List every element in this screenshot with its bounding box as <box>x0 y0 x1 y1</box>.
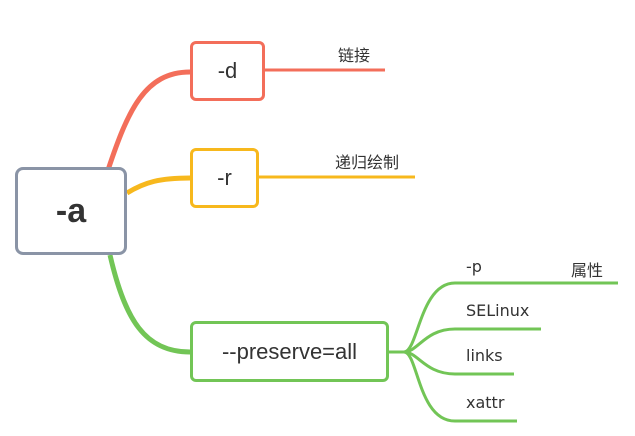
child-label-links[interactable]: links <box>466 346 503 365</box>
branch-label-r: -r <box>217 165 232 190</box>
connector-d <box>105 69 191 171</box>
child-label-xattr[interactable]: xattr <box>466 393 505 412</box>
branch-node-r[interactable]: -r <box>190 148 259 208</box>
branch-node-d[interactable]: -d <box>190 41 265 101</box>
note-d: 链接 <box>338 46 371 65</box>
note-p: 属性 <box>571 261 604 280</box>
connector-all <box>107 254 191 355</box>
connector-r <box>125 175 191 196</box>
note-r: 递归绘制 <box>335 153 400 172</box>
branch-node-preserve-all[interactable]: --preserve=all <box>190 321 389 382</box>
child-label-p[interactable]: -p <box>466 257 482 276</box>
branch-label-preserve-all: --preserve=all <box>221 338 358 364</box>
child-label-selinux[interactable]: SELinux <box>466 301 530 320</box>
root-label: -a <box>55 191 87 230</box>
branch-label-d: -d <box>217 58 238 83</box>
connector-xattr <box>403 350 517 423</box>
root-node[interactable]: -a <box>15 167 127 255</box>
